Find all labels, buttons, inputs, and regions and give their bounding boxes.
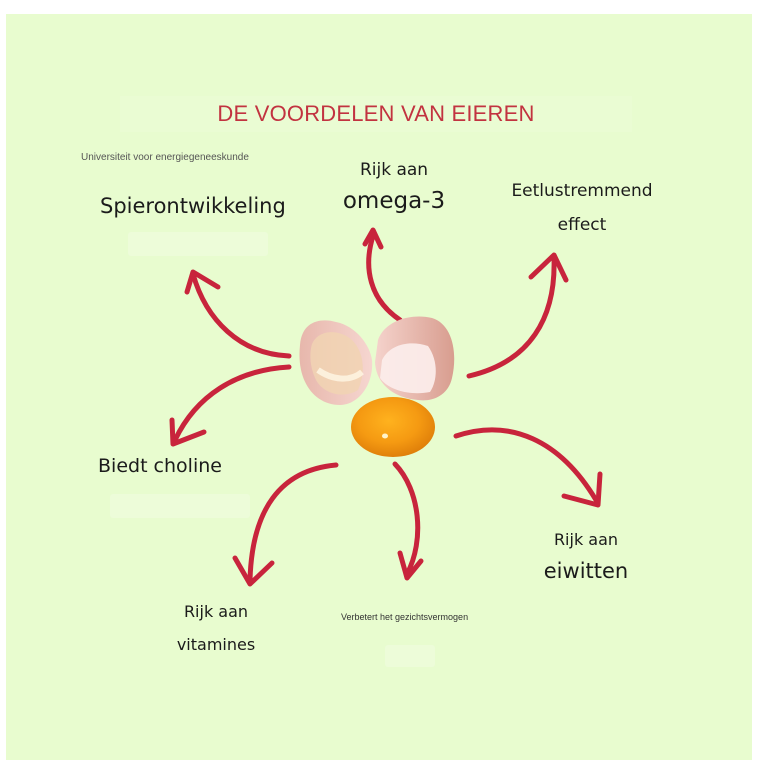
- ghost-box: [128, 232, 268, 256]
- egg-yolk-highlight: [382, 433, 388, 439]
- benefit-protein-line1: Rijk aan: [553, 530, 619, 549]
- arrow-to-appetite: [466, 252, 569, 379]
- infographic-panel: [6, 14, 752, 760]
- benefit-protein-line2: eiwitten: [543, 559, 629, 583]
- arrow-to-omega3: [362, 227, 403, 323]
- benefit-vitamins-line1: Rijk aan: [183, 602, 249, 621]
- benefit-muscle-text: Spierontwikkeling: [100, 194, 286, 218]
- benefit-muscle: Spierontwikkeling: [100, 194, 286, 218]
- ghost-box: [110, 494, 250, 518]
- benefit-omega3-line1: Rijk aan: [359, 160, 429, 180]
- benefit-omega3: Rijk aan omega-3: [334, 156, 454, 218]
- benefit-vision: Verbetert het gezichtsvermogen: [341, 612, 469, 622]
- benefit-vitamins: Rijk aan vitamines: [154, 598, 278, 664]
- benefit-omega3-line2: omega-3: [342, 188, 446, 214]
- page-title: DE VOORDELEN VAN EIEREN: [120, 96, 632, 132]
- benefit-appetite-line2: effect: [557, 215, 607, 235]
- benefit-protein: Rijk aan eiwitten: [522, 527, 650, 589]
- egg-yolk: [351, 397, 435, 457]
- egg-shell-left: [299, 320, 373, 405]
- benefit-appetite: Eetlustremmend effect: [500, 176, 664, 244]
- benefit-appetite-line1: Eetlustremmend: [511, 181, 653, 201]
- arrow-to-protein: [453, 427, 603, 508]
- benefit-choline: Biedt choline: [98, 455, 222, 477]
- egg-shell-right: [375, 316, 455, 401]
- ghost-box: [385, 645, 435, 667]
- benefit-choline-text: Biedt choline: [98, 455, 222, 477]
- arrow-to-choline: [169, 364, 292, 447]
- arrow-to-muscle: [184, 269, 292, 359]
- benefit-vitamins-line2: vitamines: [176, 635, 256, 654]
- arrow-to-vitamins: [232, 462, 339, 587]
- arrow-to-vision: [392, 461, 424, 581]
- source-note: Universiteit voor energiegeneeskunde: [81, 152, 249, 163]
